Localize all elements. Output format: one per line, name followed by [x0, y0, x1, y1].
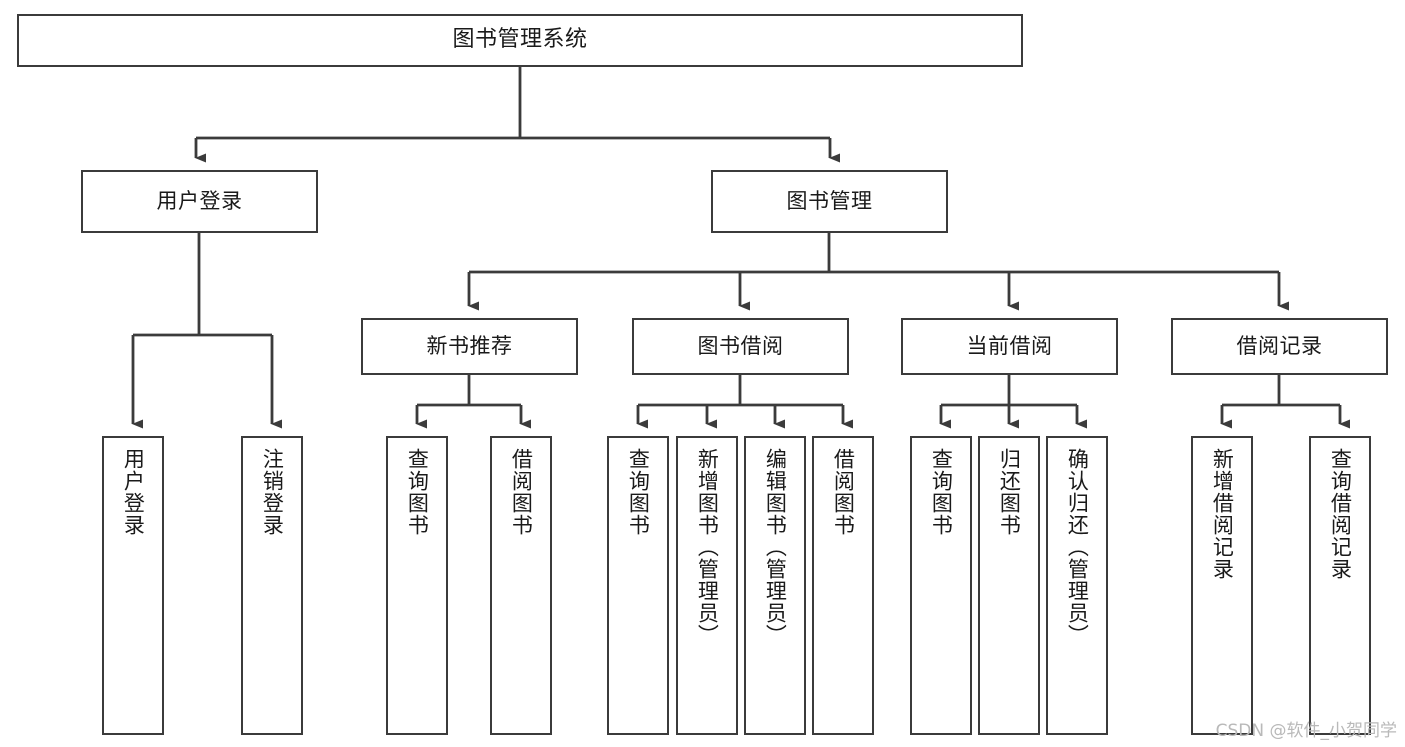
leaf-borrow-record-query-label: 查询借阅记录	[1328, 448, 1353, 580]
node-root-system-label: 图书管理系统	[452, 27, 588, 53]
node-root-system[interactable]: 图书管理系统	[17, 14, 1023, 67]
leaf-book-borrow-borrow[interactable]: 借阅图书	[812, 436, 874, 735]
node-new-book-recommend-label: 新书推荐	[426, 333, 513, 358]
leaf-book-borrow-query-label: 查询图书	[626, 448, 651, 536]
leaf-user-login-signout-label: 注销登录	[260, 448, 285, 536]
node-user-login-label: 用户登录	[156, 188, 243, 213]
leaf-new-book-borrow[interactable]: 借阅图书	[490, 436, 552, 735]
leaf-book-borrow-edit-label: 编辑图书（管理员）	[763, 448, 788, 646]
leaf-new-book-query[interactable]: 查询图书	[386, 436, 448, 735]
node-book-borrow[interactable]: 图书借阅	[632, 318, 849, 375]
leaf-new-book-query-label: 查询图书	[405, 448, 430, 536]
leaf-book-borrow-query[interactable]: 查询图书	[607, 436, 669, 735]
node-borrow-record[interactable]: 借阅记录	[1171, 318, 1388, 375]
leaf-book-borrow-add-label: 新增图书（管理员）	[695, 448, 720, 646]
node-new-book-recommend[interactable]: 新书推荐	[361, 318, 578, 375]
node-book-management-label: 图书管理	[786, 188, 873, 213]
leaf-book-borrow-edit[interactable]: 编辑图书（管理员）	[744, 436, 806, 735]
node-borrow-record-label: 借阅记录	[1236, 333, 1323, 358]
leaf-book-borrow-add[interactable]: 新增图书（管理员）	[676, 436, 738, 735]
leaf-new-book-borrow-label: 借阅图书	[509, 448, 534, 536]
leaf-current-borrow-query[interactable]: 查询图书	[910, 436, 972, 735]
leaf-user-login-signout[interactable]: 注销登录	[241, 436, 303, 735]
leaf-borrow-record-query[interactable]: 查询借阅记录	[1309, 436, 1371, 735]
leaf-borrow-record-add[interactable]: 新增借阅记录	[1191, 436, 1253, 735]
node-user-login[interactable]: 用户登录	[81, 170, 318, 233]
node-book-borrow-label: 图书借阅	[697, 333, 784, 358]
node-book-management[interactable]: 图书管理	[711, 170, 948, 233]
leaf-current-borrow-confirm[interactable]: 确认归还（管理员）	[1046, 436, 1108, 735]
leaf-user-login-signin-label: 用户登录	[121, 448, 146, 536]
leaf-borrow-record-add-label: 新增借阅记录	[1210, 448, 1235, 580]
node-current-borrow-label: 当前借阅	[966, 333, 1053, 358]
leaf-book-borrow-borrow-label: 借阅图书	[831, 448, 856, 536]
csdn-watermark: CSDN @软件_小贺同学	[1215, 721, 1397, 741]
leaf-current-borrow-return[interactable]: 归还图书	[978, 436, 1040, 735]
leaf-current-borrow-query-label: 查询图书	[929, 448, 954, 536]
node-current-borrow[interactable]: 当前借阅	[901, 318, 1118, 375]
leaf-current-borrow-return-label: 归还图书	[997, 448, 1022, 536]
leaf-user-login-signin[interactable]: 用户登录	[102, 436, 164, 735]
leaf-current-borrow-confirm-label: 确认归还（管理员）	[1065, 448, 1090, 646]
